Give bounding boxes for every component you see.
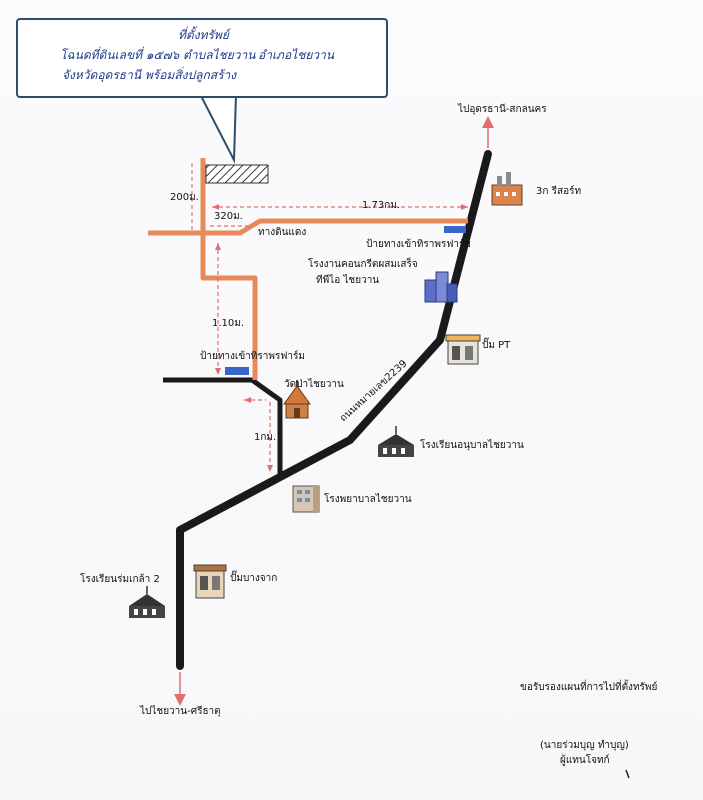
school-icon bbox=[378, 426, 414, 457]
pt-station-label: ปั๊ม PT bbox=[482, 340, 511, 351]
signer-role: ผู้แทนโจทก์ bbox=[560, 755, 610, 766]
gas-station-icon bbox=[445, 334, 481, 365]
temple-label: วัดป่าไชยวาน bbox=[284, 379, 344, 390]
south-direction-label: ไปไชยวาน-ศรีธาตุ bbox=[140, 706, 221, 717]
resort-label: 3ก รีสอร์ท bbox=[536, 186, 582, 197]
school-label: โรงเรียนร่มเกล้า 2 bbox=[80, 574, 160, 585]
property-plot bbox=[205, 164, 269, 184]
concrete-plant-sub-label: ทีพีไอ ไชยวาน bbox=[316, 275, 380, 286]
callout-pointer bbox=[198, 93, 238, 164]
school-icon bbox=[129, 586, 165, 618]
north-direction-label: ไปอุดรธานี-สกลนคร bbox=[458, 104, 547, 115]
pen-mark bbox=[625, 769, 630, 779]
connector-road bbox=[163, 377, 283, 475]
pump-label: ปั๊มบางจาก bbox=[230, 573, 278, 584]
distance-200-label: 200ม. bbox=[170, 192, 199, 203]
factory-icon bbox=[491, 172, 523, 206]
farm-sign-right-label: ป้ายทางเข้าทิราพรฟาร์ม bbox=[366, 239, 471, 250]
callout-province: จังหวัดอุดรธานี พร้อมสิ่งปลูกสร้าง bbox=[62, 68, 237, 82]
certify-text: ขอรับรองแผนที่การไปที่ตั้งทรัพย์ bbox=[520, 682, 658, 693]
signer-name: (นายร่วมบุญ ทำบุญ) bbox=[540, 740, 629, 751]
temple-icon bbox=[283, 380, 311, 419]
distance-110-label: 1.10ม. bbox=[212, 318, 245, 329]
gas-station-icon bbox=[193, 564, 227, 599]
kindergarten-label: โรงเรียนอนุบาลไชยวาน bbox=[420, 440, 524, 451]
hospital-label: โรงพยาบาลไชยวาน bbox=[324, 494, 412, 505]
farm-sign-left bbox=[225, 367, 249, 375]
callout-deed: โฉนดที่ดินเลขที่ ๑๕๗๖ ตำบลไชยวาน bbox=[60, 48, 256, 62]
access-road-south bbox=[200, 233, 258, 380]
callout-title: ที่ตั้งทรัพย์ bbox=[178, 28, 229, 42]
distance-1km-label: 1กม. bbox=[254, 432, 277, 443]
highway-2239 bbox=[176, 150, 492, 670]
distance-320-label: 320ม. bbox=[214, 211, 243, 222]
building-cluster-icon bbox=[424, 271, 458, 303]
farm-sign-left-label: ป้ายทางเข้าทิราพรฟาร์ม bbox=[200, 351, 305, 362]
callout-district: อำเภอไชยวาน bbox=[258, 48, 335, 62]
hospital-icon bbox=[292, 485, 320, 513]
farm-sign-right bbox=[444, 226, 466, 233]
concrete-plant-label: โรงงานคอนกรีตผสมเสร็จ bbox=[308, 259, 418, 270]
distance-173-label: 1.73กม. bbox=[362, 200, 401, 211]
dirt-road bbox=[148, 218, 468, 236]
dirt-road-label: ทางดินแดง bbox=[258, 227, 307, 238]
property-callout: ที่ตั้งทรัพย์ โฉนดที่ดินเลขที่ ๑๕๗๖ ตำบล… bbox=[16, 18, 388, 98]
